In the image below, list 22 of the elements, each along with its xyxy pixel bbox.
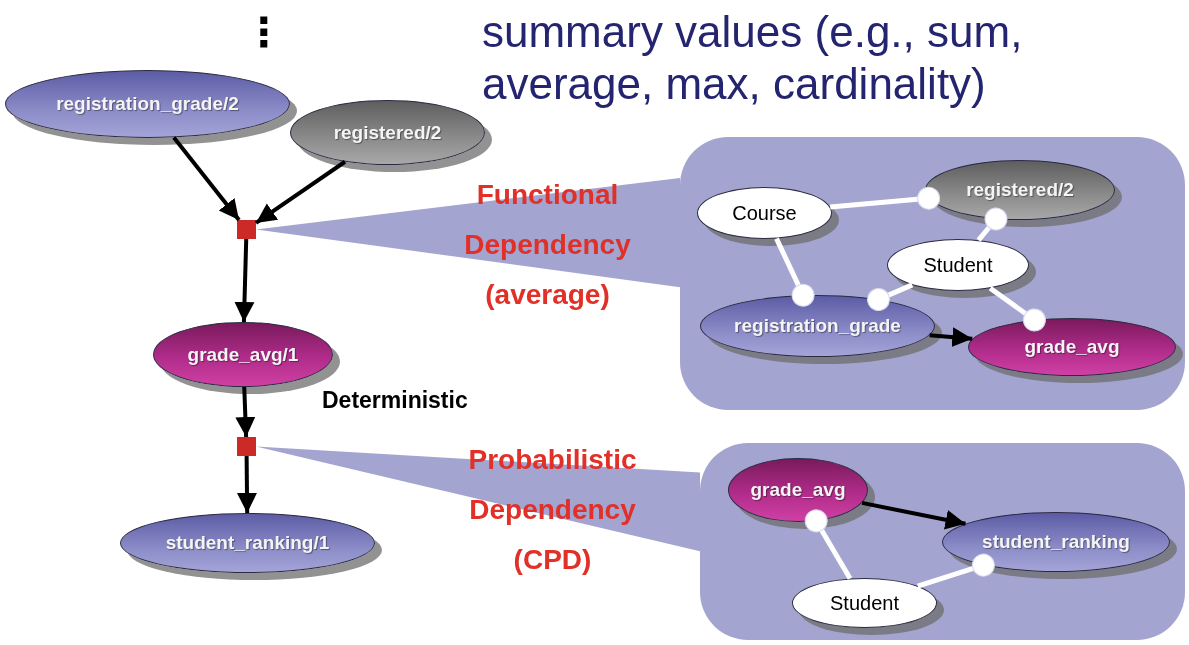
edge-label: Functional Dependency (average) <box>463 178 632 312</box>
callout-wedge <box>256 177 680 288</box>
arrow <box>237 455 257 514</box>
arrow <box>235 386 256 438</box>
link-line <box>804 509 853 580</box>
link-line <box>917 553 995 589</box>
arrow <box>929 327 973 348</box>
note-text: Deterministic <box>322 386 469 415</box>
arrow <box>172 136 241 222</box>
factor-square <box>237 437 256 456</box>
edge-label: Probabilistic Dependency (CPD) <box>467 443 638 577</box>
arrow <box>861 500 966 530</box>
vertical-ellipsis: ⋮ <box>244 12 274 52</box>
link-line <box>830 186 941 210</box>
heading-text: summary values (e.g., sum, average, max, cardinality) <box>482 6 1024 110</box>
link-line <box>774 237 815 307</box>
link-line <box>976 207 1008 242</box>
link-line <box>988 286 1046 332</box>
arrow <box>234 238 255 323</box>
callout-panel <box>680 137 1185 410</box>
arrow <box>254 160 347 225</box>
factor-square <box>237 220 256 239</box>
